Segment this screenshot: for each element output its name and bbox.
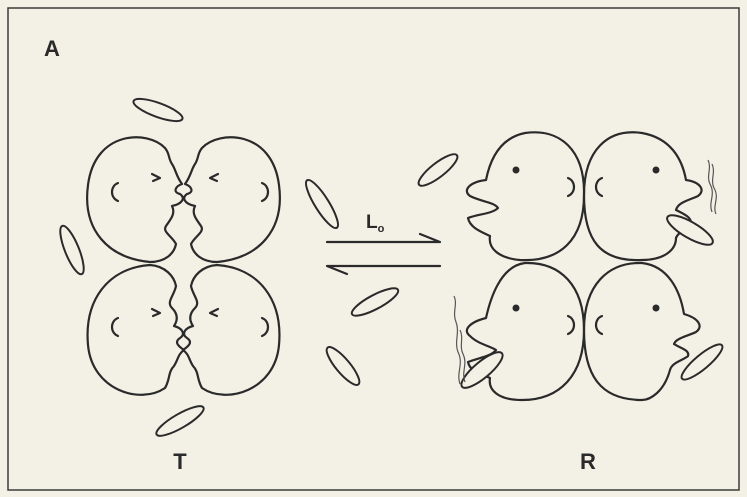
ligand-icon <box>301 177 343 232</box>
reverse-arrow-icon <box>327 266 440 274</box>
t-ligands <box>56 95 364 441</box>
t-subunit-bottom-right <box>183 265 279 395</box>
r-subunit-top-left <box>467 132 584 260</box>
smoke-icon <box>454 296 460 384</box>
t-state-tetramer <box>87 137 280 395</box>
ligand-icon <box>153 401 207 440</box>
t-subunit-bottom-left <box>88 265 184 395</box>
equilibrium-constant: Lo <box>366 212 385 235</box>
panel-border <box>8 8 739 490</box>
ligand-icon <box>56 223 88 276</box>
ligand-icon <box>322 343 364 389</box>
r-state-tetramer <box>454 132 717 400</box>
t-ear-icon <box>112 183 118 201</box>
r-state-label: R <box>580 449 596 474</box>
r-eye-icon <box>513 167 520 174</box>
ligand-icon <box>131 95 185 126</box>
forward-arrow-icon <box>327 234 440 242</box>
ligand-icon <box>415 150 461 191</box>
ligand-icon <box>349 284 401 321</box>
t-eye-icon <box>152 174 160 181</box>
t-subunit-top-left <box>87 137 183 262</box>
ligand-icon <box>678 340 727 384</box>
cigar-icon <box>663 210 716 250</box>
equilibrium-arrows: Lo <box>327 212 440 274</box>
t-state-label: T <box>173 449 187 474</box>
panel-label: A <box>44 36 60 61</box>
smoke-icon <box>708 160 712 212</box>
